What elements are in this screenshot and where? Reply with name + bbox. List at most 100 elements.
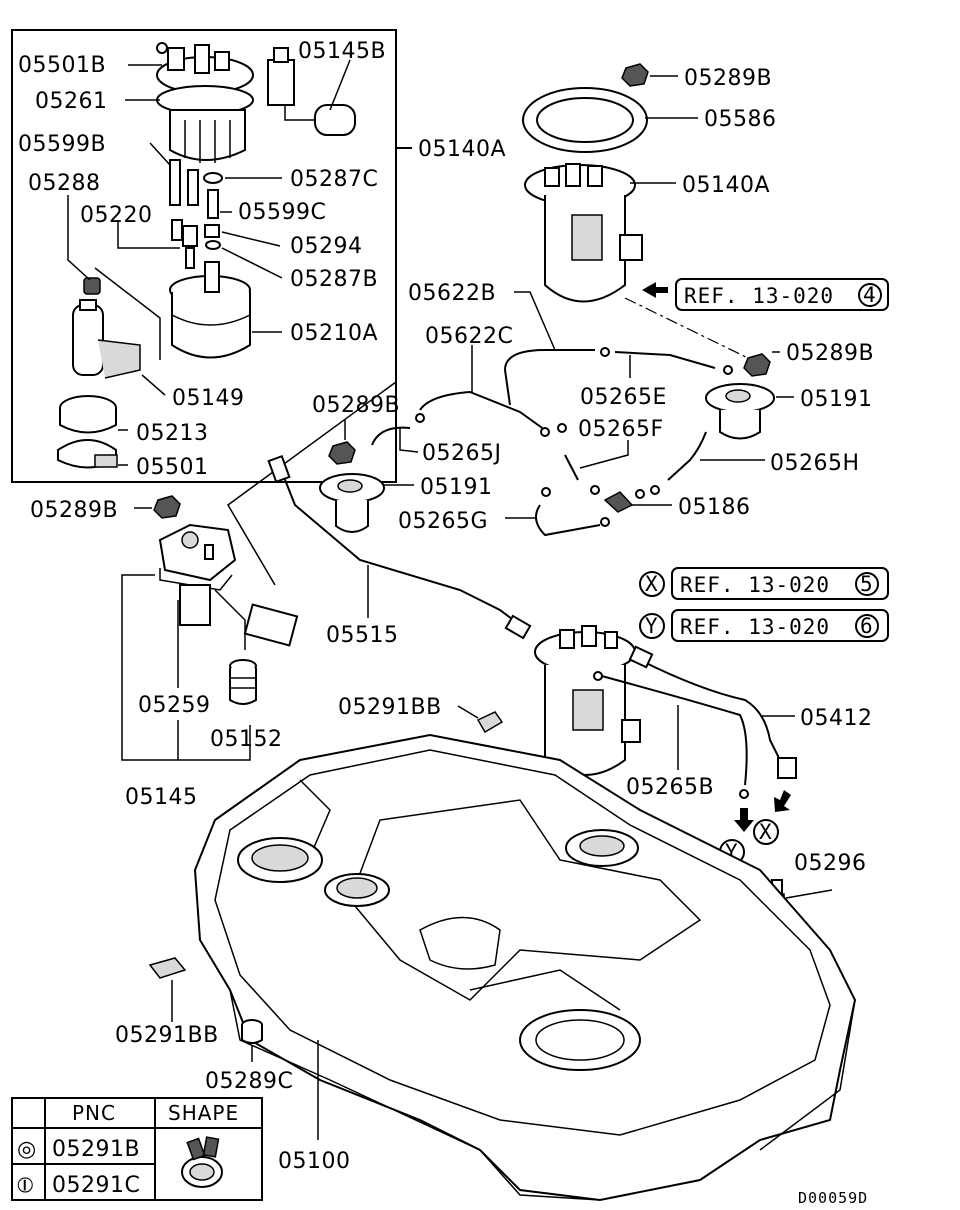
- label-05287b: 05287B: [290, 267, 378, 292]
- hose-05265b: [597, 674, 748, 786]
- label-05265g: 05265G: [398, 509, 488, 534]
- leader-05287b: [221, 247, 283, 279]
- hose-05265j: [371, 426, 411, 446]
- module-connector: [504, 614, 532, 640]
- main-pump-module: [534, 625, 641, 776]
- ref-num-6: 6: [860, 614, 874, 638]
- label-05287c: 05287C: [290, 167, 378, 192]
- assembly-box-05140a: [11, 29, 397, 483]
- bracket-05213: [59, 395, 117, 434]
- label-05186: 05186: [678, 495, 751, 520]
- leader-05599b: [149, 142, 171, 166]
- label-05289c: 05289C: [205, 1069, 293, 1094]
- label-05501b: 05501B: [18, 53, 106, 78]
- tag-x: X: [645, 572, 659, 596]
- legend-table: [11, 1097, 263, 1201]
- bracket-05145: [121, 574, 251, 761]
- ref-text-6: REF. 13-020: [680, 615, 830, 639]
- label-05515: 05515: [326, 623, 399, 648]
- legend-symbol-2: ⦶: [17, 1173, 33, 1198]
- label-05100: 05100: [278, 1149, 351, 1174]
- clip-05291bb-bot: [148, 957, 187, 979]
- label-05501: 05501: [136, 455, 209, 480]
- fitting-05220: [171, 219, 198, 269]
- label-05265b: 05265B: [626, 775, 714, 800]
- label-05213: 05213: [136, 421, 209, 446]
- label-05191-left: 05191: [420, 475, 493, 500]
- label-05291bb-top: 05291BB: [338, 695, 442, 720]
- tag-x2: X: [759, 820, 773, 844]
- legend-symbol-1: ◎: [17, 1137, 37, 1162]
- clip-05291bb-top: [476, 711, 504, 734]
- tag-y: Y: [645, 614, 659, 638]
- nut-05289b-top: [621, 63, 649, 87]
- label-05145b: 05145B: [298, 39, 386, 64]
- label-05265h: 05265H: [770, 451, 860, 476]
- hose-05412-connector: [777, 757, 797, 779]
- leader-05149-b: [141, 374, 166, 396]
- cover-05191-right: [705, 383, 775, 440]
- leader-05291bb-top: [457, 705, 479, 719]
- hose-05622b: [504, 349, 595, 406]
- label-05191-right: 05191: [800, 387, 873, 412]
- legend-pnc-1: 05291B: [52, 1137, 140, 1162]
- tag-circle-x2: [753, 819, 779, 845]
- label-05149: 05149: [172, 386, 245, 411]
- hose-05265f: [564, 454, 579, 481]
- leader-05265j: [399, 428, 419, 453]
- clamp-b2: [739, 789, 749, 799]
- ref-box-6[interactable]: [671, 609, 889, 642]
- ref-num-circle-4: [858, 283, 882, 307]
- ref-box-5[interactable]: [671, 567, 889, 600]
- arrow-y: [734, 808, 754, 832]
- leader-05622b: [514, 291, 556, 351]
- sub-tank-pump-05145: [158, 523, 299, 650]
- pump-housing: [169, 109, 246, 163]
- nut-05289b-right: [743, 353, 771, 377]
- filter-canister-05210a: [169, 261, 251, 359]
- hose-05265g: [535, 504, 601, 537]
- tube-05599b-b: [187, 169, 199, 206]
- leader-05288: [67, 195, 91, 281]
- clamp-b: [593, 671, 603, 681]
- leader-05296: [785, 889, 833, 899]
- sender-unit-05145b: [267, 47, 356, 136]
- label-05289b-3: 05289B: [312, 393, 400, 418]
- ref-arrow-4: [642, 282, 668, 298]
- valve-05186: [590, 485, 660, 527]
- label-05289b-2: 05289B: [786, 341, 874, 366]
- fitting-05294: [204, 224, 220, 238]
- pump-top-flange: [156, 42, 254, 94]
- leader-05145b: [329, 59, 351, 111]
- clamp-j: [415, 413, 425, 423]
- ref-num-circle-5: [855, 572, 879, 596]
- diagram-code: D00059D: [798, 1189, 868, 1207]
- label-05294: 05294: [290, 234, 363, 259]
- ref-box-4[interactable]: [675, 278, 889, 311]
- clamp-e2: [723, 365, 733, 375]
- ref-num-4: 4: [863, 283, 877, 307]
- arrow-x: [774, 790, 791, 812]
- label-05289b-1: 05289B: [684, 66, 772, 91]
- hose-05412-end: [628, 645, 654, 669]
- label-05291bb-bot: 05291BB: [115, 1023, 219, 1048]
- hose-clamp-shape-icon: [181, 1136, 223, 1188]
- ref-text-5: REF. 13-020: [680, 573, 830, 597]
- ref-num-circle-6: [855, 614, 879, 638]
- fuel-pump-module-05140a: [524, 163, 643, 303]
- tube-05599b-a: [169, 159, 181, 206]
- nut-05289b-mid: [328, 441, 356, 465]
- leader-05149-a: [94, 267, 161, 360]
- label-05265e: 05265E: [580, 385, 667, 410]
- label-05288: 05288: [28, 171, 101, 196]
- label-05145: 05145: [125, 785, 198, 810]
- hose-05412: [639, 659, 781, 761]
- hose-05622c: [419, 390, 546, 431]
- oring-05287c: [203, 172, 223, 184]
- ref-text-4: REF. 13-020: [684, 284, 834, 308]
- fuel-line-05515: [277, 461, 521, 626]
- label-05261: 05261: [35, 89, 108, 114]
- legend-pnc-2: 05291C: [52, 1173, 140, 1198]
- clamp-f1: [557, 423, 567, 433]
